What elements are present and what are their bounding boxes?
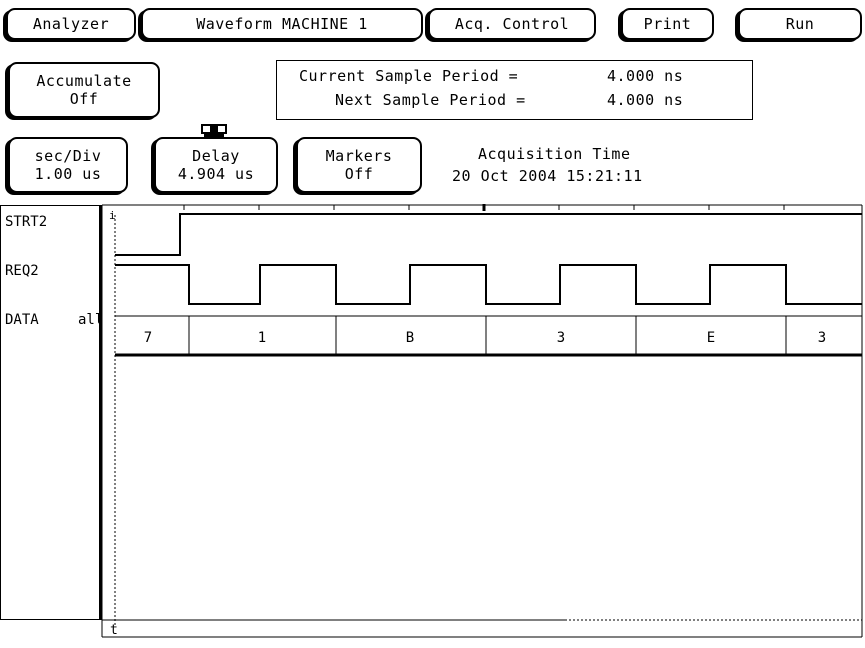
signal-label-data[interactable]: DATA <box>5 312 39 328</box>
analyzer-button[interactable]: Analyzer <box>6 8 136 40</box>
delay-value: 4.904 us <box>177 165 255 183</box>
delay-button[interactable]: Delay 4.904 us <box>154 137 278 193</box>
current-sample-period-label: Current Sample Period = <box>299 67 519 85</box>
start-marker-label: i <box>109 209 116 222</box>
analyzer-label: Analyzer <box>32 15 110 33</box>
signal-label-panel: STRT2 REQ2 DATA all <box>0 205 104 620</box>
next-sample-period-label: Next Sample Period = <box>335 91 526 109</box>
signal-label-req2[interactable]: REQ2 <box>5 263 39 279</box>
strt2-waveform <box>115 213 862 256</box>
sec-div-value: 1.00 us <box>34 165 102 183</box>
run-button[interactable]: Run <box>738 8 862 40</box>
next-sample-period-value: 4.000 ns <box>607 91 684 109</box>
acq-control-label: Acq. Control <box>454 15 570 33</box>
waveform-machine-label: Waveform MACHINE 1 <box>196 15 368 33</box>
data-value-slot: 7 <box>144 330 152 346</box>
acq-control-button[interactable]: Acq. Control <box>428 8 596 40</box>
markers-value: Off <box>344 165 374 183</box>
sec-div-label: sec/Div <box>34 147 102 165</box>
sample-period-box: Current Sample Period = 4.000 ns Next Sa… <box>276 60 753 120</box>
acquisition-time-label: Acquisition Time <box>478 145 631 163</box>
accumulate-label: Accumulate <box>36 72 132 90</box>
data-bus-separators <box>188 316 787 355</box>
data-value-slot: 1 <box>258 330 266 346</box>
current-sample-period-value: 4.000 ns <box>607 67 684 85</box>
req2-waveform <box>115 264 862 305</box>
acquisition-time-value: 20 Oct 2004 15:21:11 <box>452 167 643 185</box>
data-value-slot: 3 <box>818 330 826 346</box>
accumulate-button[interactable]: Accumulate Off <box>8 62 160 118</box>
run-label: Run <box>785 15 815 33</box>
delay-pin-icon <box>201 124 227 139</box>
data-value-slot: B <box>406 330 414 346</box>
accumulate-value: Off <box>69 90 99 108</box>
trigger-marker-label: t <box>110 623 118 638</box>
markers-label: Markers <box>325 147 393 165</box>
print-label: Print <box>643 15 692 33</box>
print-button[interactable]: Print <box>621 8 714 40</box>
sec-div-button[interactable]: sec/Div 1.00 us <box>8 137 128 193</box>
markers-button[interactable]: Markers Off <box>296 137 422 193</box>
time-ticks <box>183 204 785 211</box>
data-value-slot: 3 <box>557 330 565 346</box>
signal-label-data-suffix: all <box>78 312 104 328</box>
waveform-machine-button[interactable]: Waveform MACHINE 1 <box>141 8 423 40</box>
data-value-slot: E <box>707 330 715 346</box>
delay-label: Delay <box>192 147 240 165</box>
signal-label-strt2[interactable]: STRT2 <box>5 214 48 230</box>
